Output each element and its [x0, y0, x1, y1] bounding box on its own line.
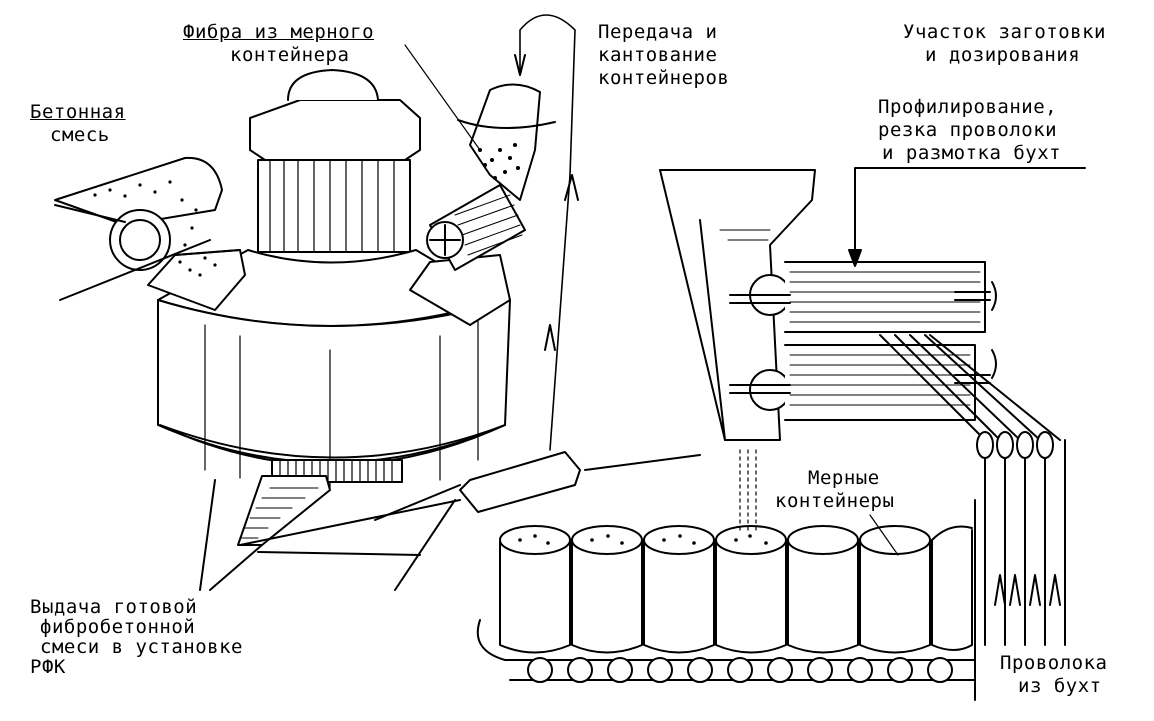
label-prep-line1: Участок заготовки	[903, 21, 1106, 43]
label-output-line4: РФК	[30, 656, 66, 678]
fiber-feed	[404, 44, 556, 271]
label-transfer-line2: кантование	[598, 44, 718, 66]
label-transfer-line1: Передача и	[598, 21, 718, 43]
label-profiling-line2: резка проволоки	[878, 119, 1058, 141]
label-wire-line2: из бухт	[1018, 675, 1102, 697]
label-profiling-line3: и размотка бухт	[882, 142, 1062, 164]
label-transfer-line3: контейнеров	[598, 67, 730, 89]
label-prep-line2: и дозирования	[925, 44, 1081, 66]
label-output-line1: Выдача готовой	[30, 596, 198, 618]
wire-coils	[976, 431, 1066, 646]
label-containers-line1: Мерные	[808, 467, 880, 489]
mix-conveyor	[54, 156, 223, 301]
label-concrete-line1: Бетонная	[30, 101, 126, 123]
profiling-unit	[659, 167, 1086, 441]
label-output-line2: фибробетонной	[40, 616, 196, 638]
label-concrete-line2: смесь	[50, 124, 110, 146]
label-fiber-line2: контейнера	[230, 44, 350, 66]
label-containers-line2: контейнеры	[775, 490, 895, 512]
label-output-line3: смеси в установке	[40, 636, 243, 658]
label-profiling-line1: Профилирование,	[878, 96, 1058, 118]
label-fiber-line1: Фибра из мерного	[183, 21, 375, 43]
mixer-unit	[147, 69, 511, 591]
transfer-arrows	[374, 14, 701, 591]
label-wire-line1: Проволока	[1000, 652, 1108, 674]
container-conveyor	[476, 449, 976, 701]
